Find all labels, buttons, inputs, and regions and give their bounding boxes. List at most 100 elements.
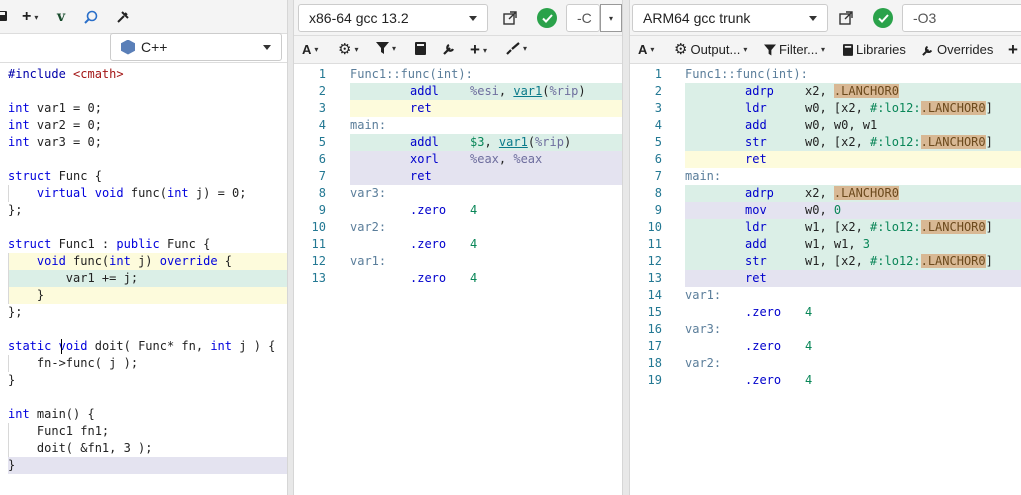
asm-label: var1: [685,288,722,302]
asm-operands: w0, [x2, #:lo12:.LANCHOR0] [805,101,993,115]
line-number: 2 [318,84,326,98]
arm-popout-icon[interactable] [836,8,856,28]
x86-popout-icon[interactable] [500,8,520,28]
line-number: 10 [647,220,662,234]
source-code[interactable]: #include <cmath>int var1 = 0;int var2 = … [0,64,287,495]
asm-mnemonic: ret [745,271,767,285]
source-line: int var2 = 0; [8,118,102,132]
source-toolbar: +▾ v [0,0,287,34]
language-label: C++ [141,39,168,55]
libraries-icon[interactable] [415,42,426,55]
asm-label: var3: [350,186,387,200]
line-number: 7 [318,169,326,183]
source-line-highlight [8,253,287,270]
x86-options-input[interactable]: -C [566,4,600,32]
line-number: 16 [647,322,662,336]
wrench-icon[interactable] [443,42,456,55]
asm-label: main: [685,169,722,183]
line-number: 9 [654,203,662,217]
asm-mnemonic: .zero [745,373,782,387]
asm-mnemonic: ldr [745,220,767,234]
asm-mnemonic: addl [410,84,439,98]
asm-operands: x2, .LANCHOR0 [805,84,899,98]
line-number: 19 [647,373,662,387]
asm-label: main: [350,118,387,132]
line-number: 1 [654,67,662,81]
filter-icon[interactable]: ▾ [376,42,396,54]
asm-mnemonic: .zero [410,203,447,217]
source-line: var1 += j; [8,271,139,285]
asm-mnemonic: .zero [745,305,782,319]
font-size-icon[interactable]: A▾ [638,42,655,57]
asm-mnemonic: adrp [745,84,774,98]
indent-guide [8,287,9,304]
asm-label: Func1::func(int): [685,67,808,81]
source-line: int var1 = 0; [8,101,102,115]
asm-line-highlight [685,270,1021,287]
source-line: int var3 = 0; [8,135,102,149]
vim-icon[interactable]: v [57,9,66,25]
line-number: 6 [318,152,326,166]
filter-menu[interactable]: Filter...▾ [764,42,825,57]
line-number: 8 [318,186,326,200]
brush-icon[interactable]: ▾ [506,42,527,55]
line-number: 5 [318,135,326,149]
line-number: 13 [311,271,326,285]
asm-operands: x2, .LANCHOR0 [805,186,899,200]
source-line: int main() { [8,407,95,421]
asm-mnemonic: .zero [745,339,782,353]
add-icon[interactable]: +▾ [22,8,39,25]
search-icon[interactable] [84,10,98,24]
asm-operands: 4 [470,203,478,217]
asm-operands: w1, [x2, #:lo12:.LANCHOR0] [805,220,993,234]
arm-compile-ok-icon[interactable] [873,8,893,28]
libraries-icon [843,43,853,56]
output-menu[interactable]: ⚙Output...▾ [674,41,748,58]
gear-icon[interactable]: ⚙▾ [338,41,359,58]
overrides-button[interactable]: Overrides [922,42,993,57]
x86-compiler-select[interactable]: x86-64 gcc 13.2 [298,4,488,32]
source-line: void func(int j) override { [36,254,233,268]
line-number: 4 [654,118,662,132]
asm-mnemonic: .zero [410,271,447,285]
save-icon[interactable] [0,10,8,22]
add-tool-icon[interactable]: + [1008,40,1018,59]
x86-output-toolbar: A▾ ⚙▾ ▾ +▾ ▾ [294,36,622,64]
x86-compile-ok-icon[interactable] [537,8,557,28]
source-line: } [8,373,16,387]
source-line-highlight [8,287,287,304]
line-number: 1 [318,67,326,81]
font-size-icon[interactable]: A▾ [302,42,319,57]
asm-label: var2: [685,356,722,370]
source-line: }; [8,305,23,319]
asm-mnemonic: xorl [410,152,439,166]
asm-mnemonic: ret [410,169,432,183]
asm-mnemonic: ret [410,101,432,115]
run-settings-icon[interactable] [116,10,130,24]
arm-compiler-select[interactable]: ARM64 gcc trunk [632,4,828,32]
arm-options-input[interactable]: -O3 [902,4,1021,32]
text-cursor [61,339,62,354]
asm-mnemonic: addl [410,135,439,149]
language-selector[interactable]: C++ [110,33,282,61]
line-number: 12 [647,254,662,268]
asm-operands: w1, w1, 3 [805,237,871,251]
line-number: 5 [654,135,662,149]
source-line: } [8,458,16,472]
libraries-button[interactable]: Libraries [843,42,906,57]
asm-mnemonic: ret [745,152,767,166]
asm-label: var1: [350,254,387,268]
add-tool-icon[interactable]: +▾ [470,40,487,59]
line-number: 4 [318,118,326,132]
source-line: fn->func( j ); [8,356,139,370]
asm-line-highlight [350,134,622,151]
asm-mnemonic: .zero [410,237,447,251]
line-number: 11 [311,237,326,251]
asm-line-highlight [685,202,1021,219]
x86-options-dropdown[interactable]: ▾ [600,4,622,32]
asm-operands: 4 [805,373,813,387]
asm-operands: w1, [x2, #:lo12:.LANCHOR0] [805,254,993,268]
